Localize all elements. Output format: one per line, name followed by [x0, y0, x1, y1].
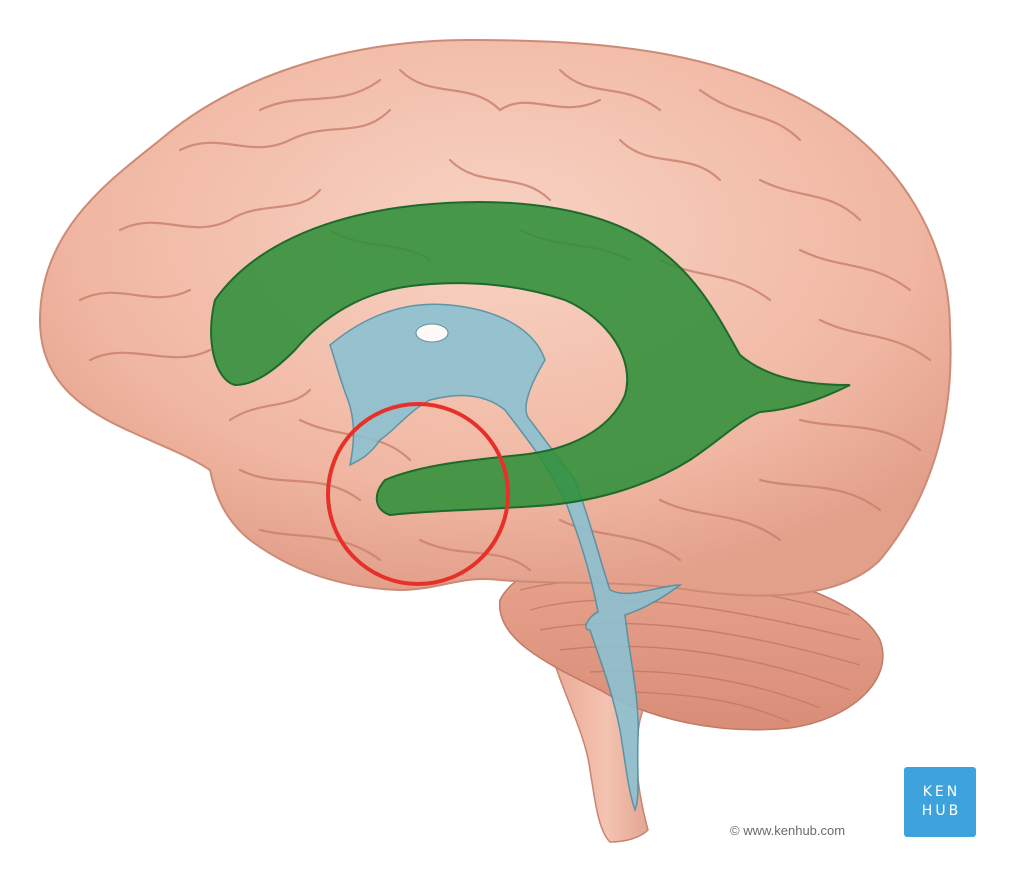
red-circle-highlight-icon — [326, 402, 510, 586]
kenhub-logo-icon: KEN HUB — [904, 767, 976, 837]
logo-line-2: HUB — [921, 803, 962, 819]
third-ventricle — [329, 303, 683, 812]
lateral-ventricle — [210, 201, 851, 517]
copyright-text: © www.kenhub.com — [730, 823, 846, 838]
logo-line-1: KEN — [922, 784, 961, 800]
